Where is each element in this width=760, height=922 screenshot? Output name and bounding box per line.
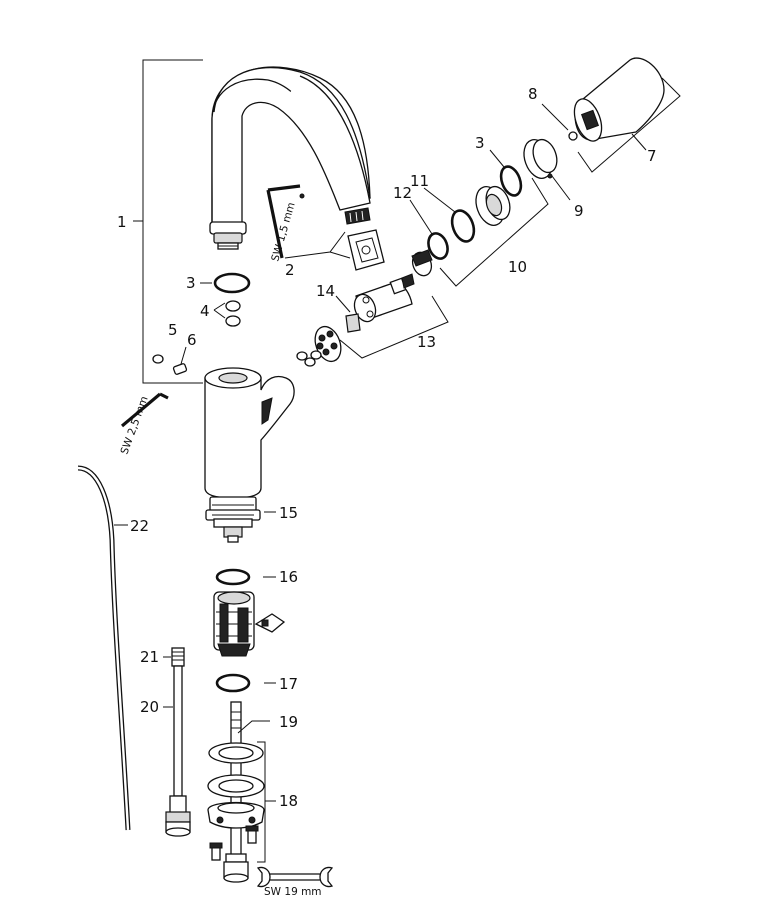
valve-insert [213,591,286,657]
label-15: 15 [279,504,298,522]
label-19: 19 [279,713,298,731]
wrench-label: SW 19 mm [264,886,322,898]
label-6: 6 [187,331,197,349]
label-7: 7 [647,147,657,165]
label-17: 17 [279,675,298,693]
fixing-set-part-18 [207,741,276,863]
base-plate [314,325,342,363]
label-12: 12 [393,184,412,202]
screw-part-5 [152,354,164,364]
o-ring-part-11 [423,187,476,243]
hose-part-20 [163,647,191,837]
label-4: 4 [200,302,210,320]
label-5: 5 [168,321,178,339]
o-ring-part-16 [215,568,276,586]
small-seals [296,350,322,367]
ring-part-9 [523,138,571,201]
o-ring-part-12 [409,199,449,260]
label-10: 10 [508,258,527,276]
handle-part-7 [573,57,681,173]
label-11: 11 [410,172,429,190]
body-part-15 [204,367,295,543]
seal-part-14 [335,295,361,333]
label-21: 21 [140,648,159,666]
part-labels: 1 2 3 4 5 6 14 13 12 11 10 3 9 8 7 15 22… [117,85,657,810]
o-ring-part-3-left [200,272,251,294]
cartridge-part-13 [339,273,449,359]
wrench-sw19: SW 19 mm [256,866,334,898]
label-18: 18 [279,792,298,810]
label-14: 14 [316,282,335,300]
pin-part-6 [172,346,188,375]
label-22: 22 [130,517,149,535]
spout [209,66,371,250]
label-3-right: 3 [475,134,485,152]
screw-part-8 [541,103,578,141]
o-ring-part-17 [215,673,276,693]
bracket-part-1 [133,59,203,384]
label-13: 13 [417,333,436,351]
aerator-part-2 [284,207,385,271]
label-2: 2 [285,261,295,279]
hex-key-small: SW 1,5 mm [266,184,305,263]
o-ring-part-3-right [489,149,523,197]
label-16: 16 [279,568,298,586]
label-8: 8 [528,85,538,103]
adapter-part-12 [411,249,433,277]
lift-rod-part-22 [77,465,131,831]
washers-part-4 [213,300,241,327]
label-1: 1 [117,213,127,231]
label-20: 20 [140,698,159,716]
label-9: 9 [574,202,584,220]
label-3-left: 3 [186,274,196,292]
hex-key-large: SW 2,5 mm [119,392,169,456]
nut-part-10 [439,177,549,287]
